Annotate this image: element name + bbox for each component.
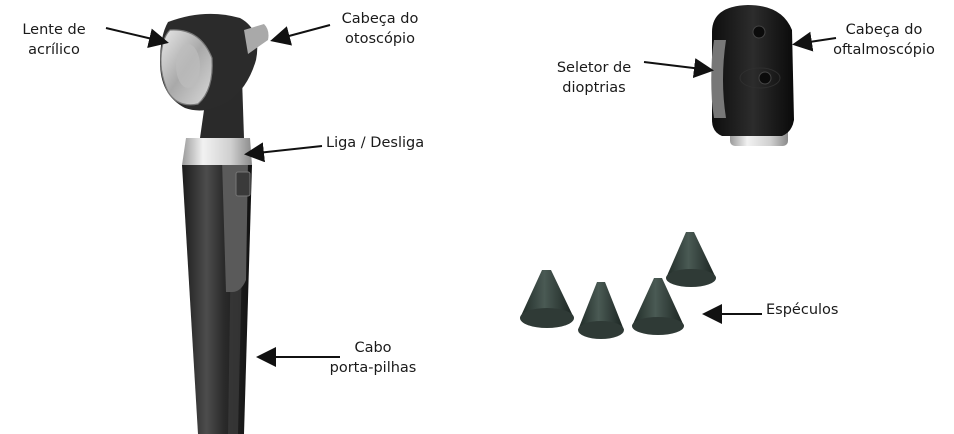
ophthalmoscope-head — [711, 5, 794, 146]
speculum-1 — [520, 270, 574, 328]
label-line: otoscópio — [345, 31, 415, 47]
chrome-collar — [182, 138, 252, 165]
label-especulos: Espéculos — [766, 300, 838, 320]
arrow-cabeca-otoscopio — [270, 24, 331, 46]
specula-group — [520, 232, 716, 339]
label-line: Lente de — [22, 22, 86, 38]
diopter-selector — [711, 40, 726, 118]
otoscope-tip — [244, 24, 269, 54]
label-line: Liga / Desliga — [326, 135, 425, 151]
label-seletor-de-dioptrias: Seletor de dioptrias — [545, 58, 643, 98]
arrow-liga-desliga — [244, 142, 323, 163]
label-line: oftalmoscópio — [833, 42, 935, 58]
on-off-switch — [235, 171, 251, 197]
callout-arrows — [105, 24, 837, 367]
label-cabo-porta-pilhas: Cabo porta-pilhas — [318, 338, 428, 378]
label-line: Espéculos — [766, 302, 839, 318]
speculum-4 — [666, 232, 716, 287]
label-lente-de-acrilico: Lente de acrílico — [6, 20, 102, 60]
speculum-3 — [632, 278, 684, 335]
arrow-seletor — [643, 58, 714, 79]
label-liga-desliga: Liga / Desliga — [326, 133, 424, 153]
label-line: Cabeça do — [341, 11, 419, 27]
arrow-lente — [105, 27, 169, 49]
speculum-2 — [578, 282, 624, 339]
label-line: dioptrias — [562, 80, 626, 96]
label-line: porta-pilhas — [329, 360, 417, 376]
label-cabeca-do-oftalmoscopio: Cabeça do oftalmoscópio — [822, 20, 946, 60]
label-line: Cabeça do — [845, 22, 923, 38]
label-cabeca-do-otoscopio: Cabeça do otoscópio — [330, 9, 430, 49]
label-line: acrílico — [28, 42, 80, 58]
otoscope — [160, 13, 269, 434]
label-line: Cabo — [354, 340, 392, 356]
arrow-cabeca-oftalmoscopio — [792, 31, 837, 52]
label-line: Seletor de — [556, 60, 632, 76]
